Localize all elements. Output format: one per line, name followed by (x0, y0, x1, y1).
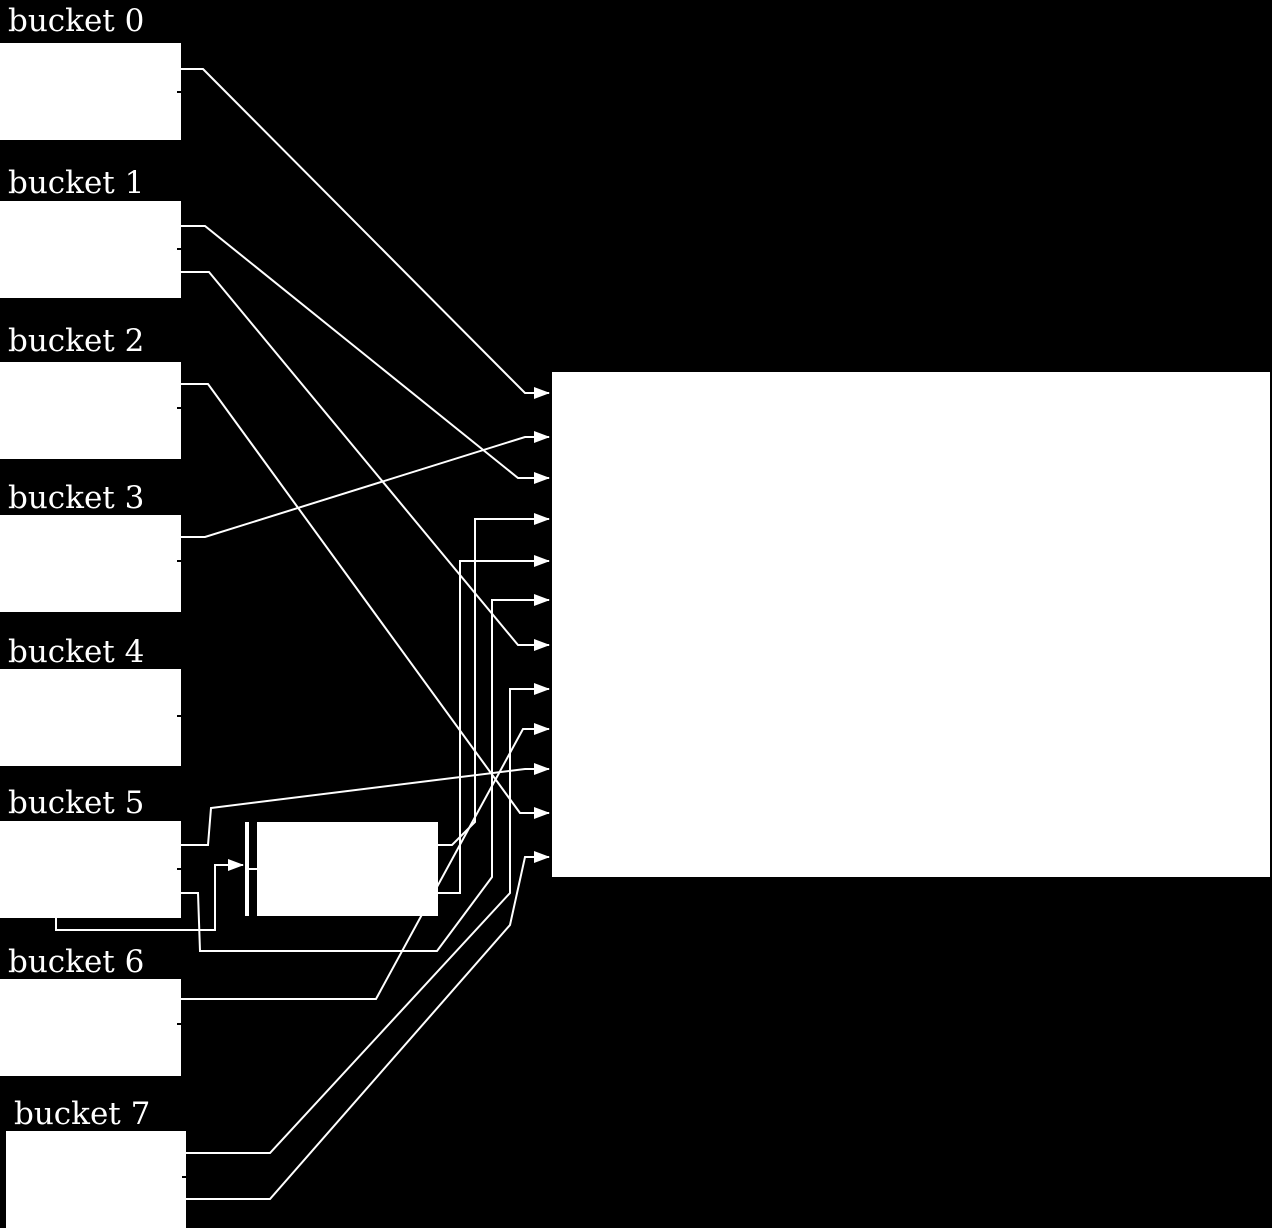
bucket-7-pointer-a (186, 683, 550, 1154)
bucket-0-box (0, 43, 181, 140)
bucket-4-box (0, 669, 181, 766)
bucket-5-pointer-a (181, 763, 550, 846)
bucket-3-box (0, 515, 181, 612)
bucket-3-label: bucket 3 (8, 480, 144, 516)
bucket-1-pointer-b (181, 271, 550, 651)
bucket-5-box (0, 821, 181, 918)
bucket-5-label: bucket 5 (8, 785, 144, 821)
overflow-pointer-a (438, 513, 550, 846)
overflow-bucket-box (245, 822, 438, 916)
bucket-7-box (6, 1131, 186, 1228)
bucket-2-pointer (181, 383, 550, 819)
bucket-2-box (0, 362, 181, 459)
bucket-5-overflow-link (55, 859, 244, 931)
bucket-7-label: bucket 7 (14, 1096, 150, 1132)
bucket-1-pointer-a (181, 225, 550, 484)
bucket-1-label: bucket 1 (8, 165, 144, 201)
overflow-pointer-b (438, 555, 550, 894)
bucket-6-pointer (181, 723, 550, 1000)
bucket-3-pointer (181, 431, 550, 538)
bucket-0-pointer (181, 68, 550, 399)
bucket-2-label: bucket 2 (8, 323, 144, 359)
bucket-1-box (0, 201, 181, 298)
file-records-box (552, 372, 1270, 877)
bucket-7-pointer-b (186, 851, 550, 1200)
bucket-5-pointer-b (181, 594, 550, 952)
bucket-0-label: bucket 0 (8, 3, 144, 39)
bucket-6-label: bucket 6 (8, 944, 144, 980)
bucket-6-box (0, 979, 181, 1076)
bucket-4-label: bucket 4 (8, 634, 144, 670)
